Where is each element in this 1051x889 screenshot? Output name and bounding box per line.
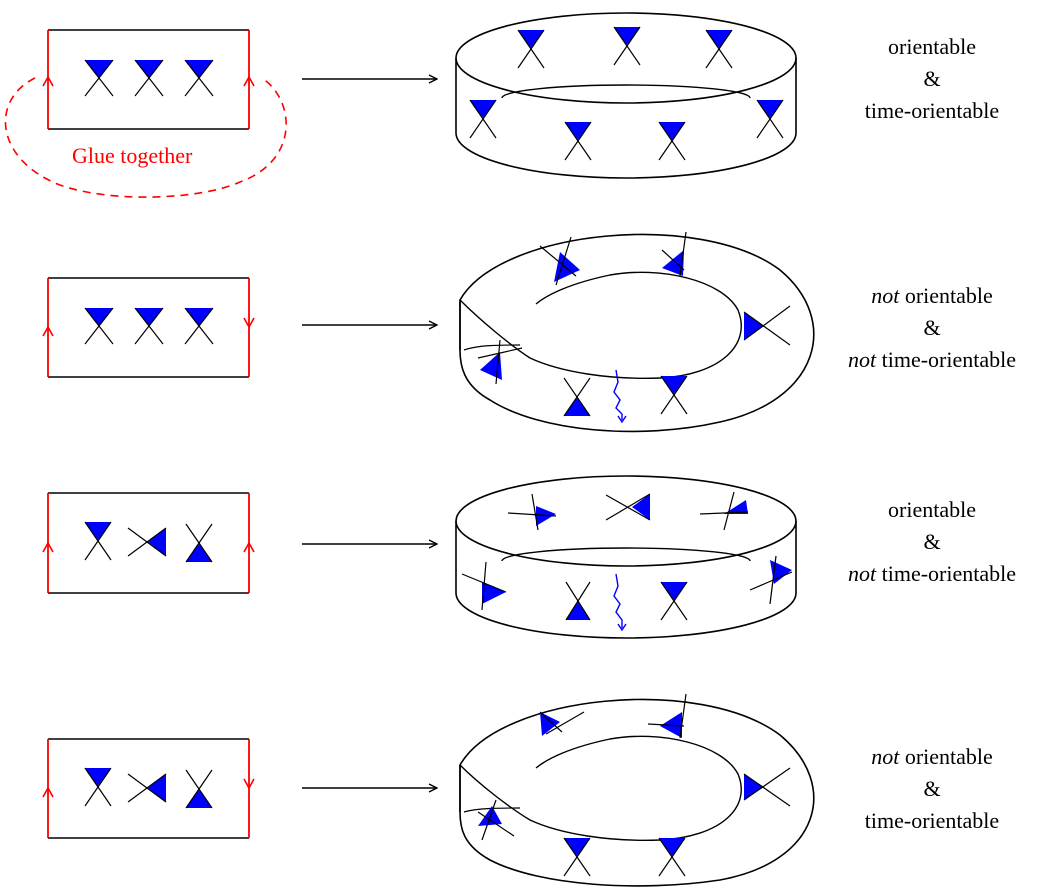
edge-arrow-up-icon bbox=[243, 75, 255, 87]
light-cone-icon bbox=[705, 29, 733, 69]
property-label-row-1: orientable & time-orientable bbox=[817, 31, 1047, 127]
light-cone-icon bbox=[699, 491, 749, 531]
glue-dashed-curve bbox=[4, 77, 287, 198]
zigzag-arrow-icon bbox=[613, 573, 627, 632]
property-orientable: orientable bbox=[888, 497, 976, 522]
light-cone-icon bbox=[658, 121, 686, 161]
light-cone-icon bbox=[461, 561, 507, 611]
light-cone-icon bbox=[539, 236, 580, 286]
light-cone-icon bbox=[749, 555, 793, 605]
light-cone-icon bbox=[134, 307, 164, 345]
property-ampersand: & bbox=[923, 66, 941, 91]
light-cone-icon bbox=[605, 493, 651, 521]
light-cone-icon bbox=[743, 305, 791, 346]
property-orientable: orientable bbox=[899, 744, 993, 769]
light-cone-icon bbox=[756, 99, 784, 139]
light-cone-icon bbox=[185, 769, 213, 809]
zigzag-arrow-icon bbox=[613, 369, 627, 424]
light-cone-icon bbox=[661, 231, 687, 277]
light-cone-icon bbox=[517, 29, 545, 69]
property-negation: not bbox=[871, 744, 900, 769]
light-cone-icon bbox=[660, 375, 688, 415]
strip-row-2 bbox=[42, 277, 255, 378]
light-cone-icon bbox=[84, 307, 114, 345]
property-orientable: orientable bbox=[888, 34, 976, 59]
edge-arrow-up-icon bbox=[42, 325, 54, 337]
light-cone-icon bbox=[647, 693, 687, 739]
row-3 bbox=[42, 475, 797, 639]
row-2 bbox=[42, 231, 815, 433]
glue-together-label: Glue together bbox=[72, 143, 193, 168]
light-cone-icon bbox=[84, 521, 112, 561]
property-orientable: orientable bbox=[899, 283, 993, 308]
property-label-row-2: not orientable & not time-orientable bbox=[817, 280, 1047, 376]
edge-arrow-up-icon bbox=[243, 541, 255, 553]
light-cone-icon bbox=[658, 837, 686, 877]
light-cone-icon bbox=[469, 99, 497, 139]
cylinder-band bbox=[455, 12, 797, 179]
property-ampersand: & bbox=[923, 776, 941, 801]
cylinder-band bbox=[455, 475, 797, 639]
property-label-row-3: orientable & not time-orientable bbox=[817, 494, 1047, 590]
strip-row-1 bbox=[4, 29, 287, 198]
row-4 bbox=[42, 693, 815, 887]
light-cone-icon bbox=[539, 711, 585, 736]
strip-row-4 bbox=[42, 738, 255, 839]
property-ampersand: & bbox=[923, 529, 941, 554]
property-negation: not bbox=[847, 561, 877, 586]
property-negation: not bbox=[871, 283, 900, 308]
light-cone-icon bbox=[84, 767, 112, 807]
light-cone-icon bbox=[565, 581, 591, 621]
light-cone-icon bbox=[563, 377, 591, 417]
light-cone-icon bbox=[184, 307, 214, 345]
property-time-orientable: time-orientable bbox=[864, 98, 1000, 123]
light-cone-icon bbox=[660, 581, 688, 621]
edge-arrow-down-icon bbox=[243, 317, 255, 329]
light-cone-icon bbox=[84, 59, 114, 97]
light-cone-icon bbox=[743, 767, 791, 807]
property-ampersand: & bbox=[923, 315, 941, 340]
light-cone-icon bbox=[564, 121, 592, 161]
property-time-orientable: time-orientable bbox=[876, 561, 1016, 586]
light-cone-icon bbox=[477, 799, 515, 841]
edge-arrow-down-icon bbox=[243, 778, 255, 790]
light-cone-icon bbox=[127, 527, 167, 557]
property-label-row-4: not orientable & time-orientable bbox=[817, 741, 1047, 837]
strip-row-3 bbox=[42, 492, 255, 594]
edge-arrow-up-icon bbox=[42, 786, 54, 798]
light-cone-icon bbox=[477, 339, 523, 385]
edge-arrow-up-icon bbox=[42, 75, 54, 87]
light-cone-icon bbox=[185, 523, 213, 563]
light-cone-icon bbox=[134, 59, 164, 97]
property-time-orientable: time-orientable bbox=[864, 808, 1000, 833]
mobius-band bbox=[459, 693, 815, 887]
light-cone-icon bbox=[507, 493, 557, 531]
light-cone-icon bbox=[127, 773, 167, 803]
light-cone-icon bbox=[563, 837, 591, 877]
light-cone-icon bbox=[613, 26, 641, 66]
row-1 bbox=[4, 12, 797, 198]
property-negation: not bbox=[847, 347, 877, 372]
mobius-band bbox=[459, 231, 815, 433]
property-time-orientable: time-orientable bbox=[876, 347, 1016, 372]
edge-arrow-up-icon bbox=[42, 541, 54, 553]
light-cone-icon bbox=[184, 59, 214, 97]
